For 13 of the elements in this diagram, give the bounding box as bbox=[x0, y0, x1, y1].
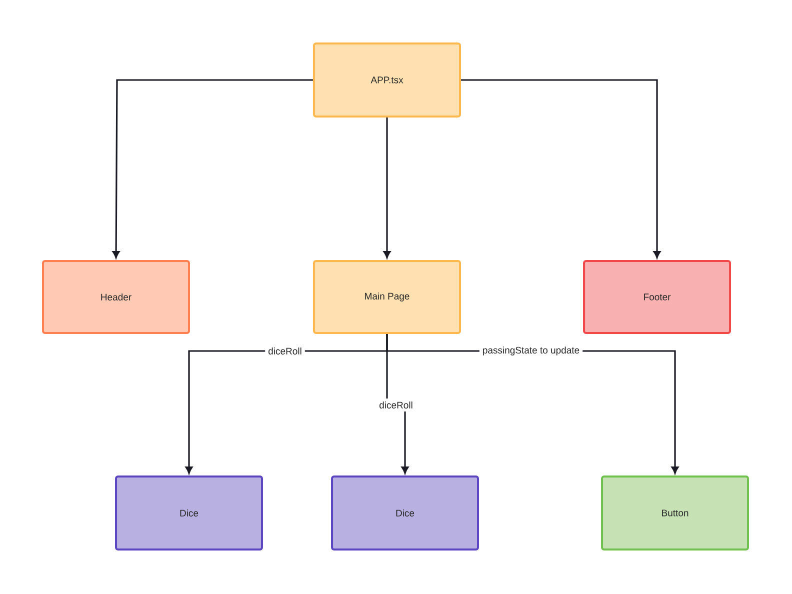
edge-label: diceRoll bbox=[376, 398, 416, 412]
component-box: Header bbox=[42, 260, 190, 334]
edge-label: diceRoll bbox=[265, 344, 305, 358]
arrow bbox=[383, 118, 391, 258]
component-box: Main Page bbox=[313, 260, 461, 334]
arrow bbox=[461, 79, 661, 258]
component-box: APP.tsx bbox=[313, 42, 461, 118]
edge-label: passingState to update bbox=[479, 344, 583, 358]
component-box: Footer bbox=[583, 260, 731, 334]
arrow bbox=[112, 79, 313, 258]
component-box: Dice bbox=[115, 476, 263, 550]
component-box: Dice bbox=[331, 476, 479, 550]
component-box: Button bbox=[601, 476, 749, 550]
